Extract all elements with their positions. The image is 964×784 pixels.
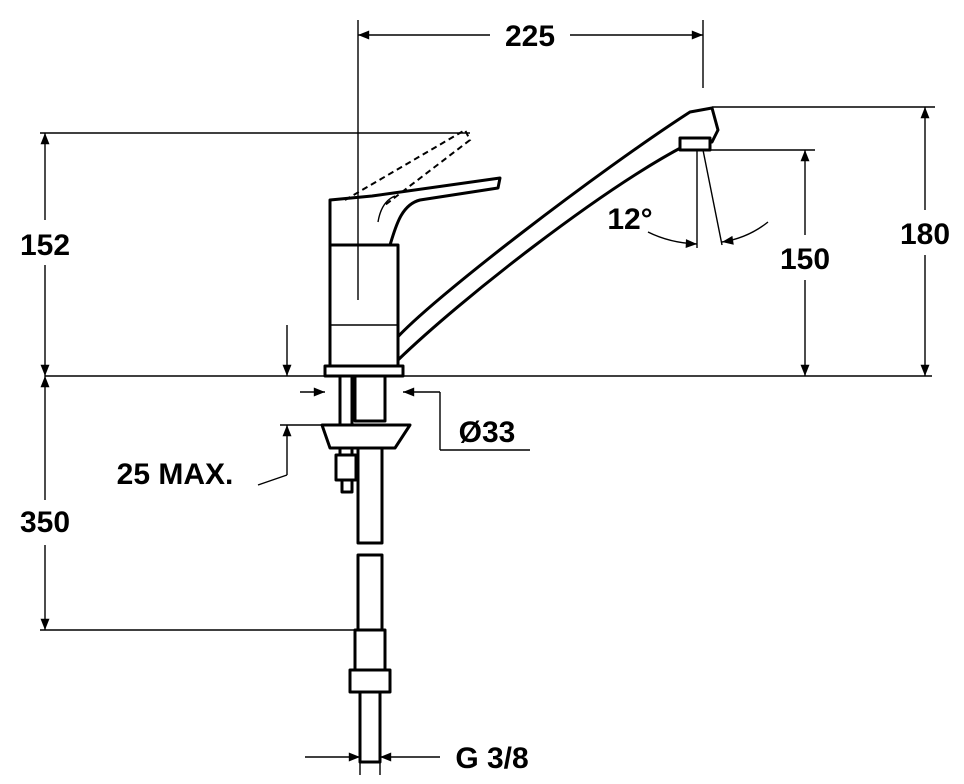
mounting-assembly [320,374,412,764]
dim-spout-reach: 225 [505,20,555,53]
dim-spout-height: 150 [780,243,830,276]
faucet-body [323,106,720,378]
dim-connection-thread: G 3/8 [455,742,528,775]
dim-spout-angle: 12° [607,203,652,236]
dim-lever-height: 152 [20,229,70,262]
dim-hose-length: 350 [20,506,70,539]
dim-hole-diameter: Ø33 [459,416,516,449]
dim-max-thickness: 25 MAX. [117,458,234,491]
dim-total-height: 180 [900,218,950,251]
